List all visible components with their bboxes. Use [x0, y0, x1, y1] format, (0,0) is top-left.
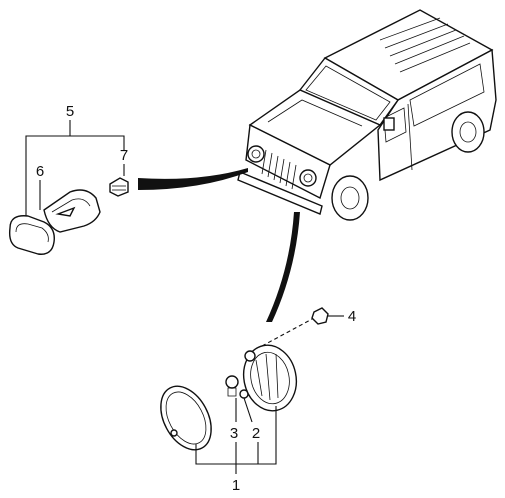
headlamp-group — [160, 307, 344, 474]
callout-5-bracket — [25, 135, 125, 216]
callout-3: 3 — [230, 425, 238, 442]
retaining-ring — [160, 385, 212, 451]
screw-bolt — [311, 307, 329, 325]
side-lamp-housing — [43, 189, 101, 233]
callout-5: 5 — [66, 103, 74, 120]
callout-1: 1 — [232, 477, 240, 494]
bolt-dashed-leader — [261, 317, 315, 347]
side-lamp-group — [8, 120, 129, 255]
location-leaders — [138, 168, 300, 322]
vehicle-illustration — [237, 9, 497, 221]
headlamp-unit — [242, 344, 298, 412]
callout-2: 2 — [252, 425, 260, 442]
side-lamp-lens — [8, 215, 55, 255]
side-lamp-bulb — [109, 177, 129, 197]
callout-4: 4 — [348, 308, 356, 325]
callout-7: 7 — [120, 147, 128, 164]
headlamp-bulb — [225, 375, 239, 397]
callout-2-leader — [243, 397, 253, 423]
callout-6: 6 — [36, 163, 44, 180]
